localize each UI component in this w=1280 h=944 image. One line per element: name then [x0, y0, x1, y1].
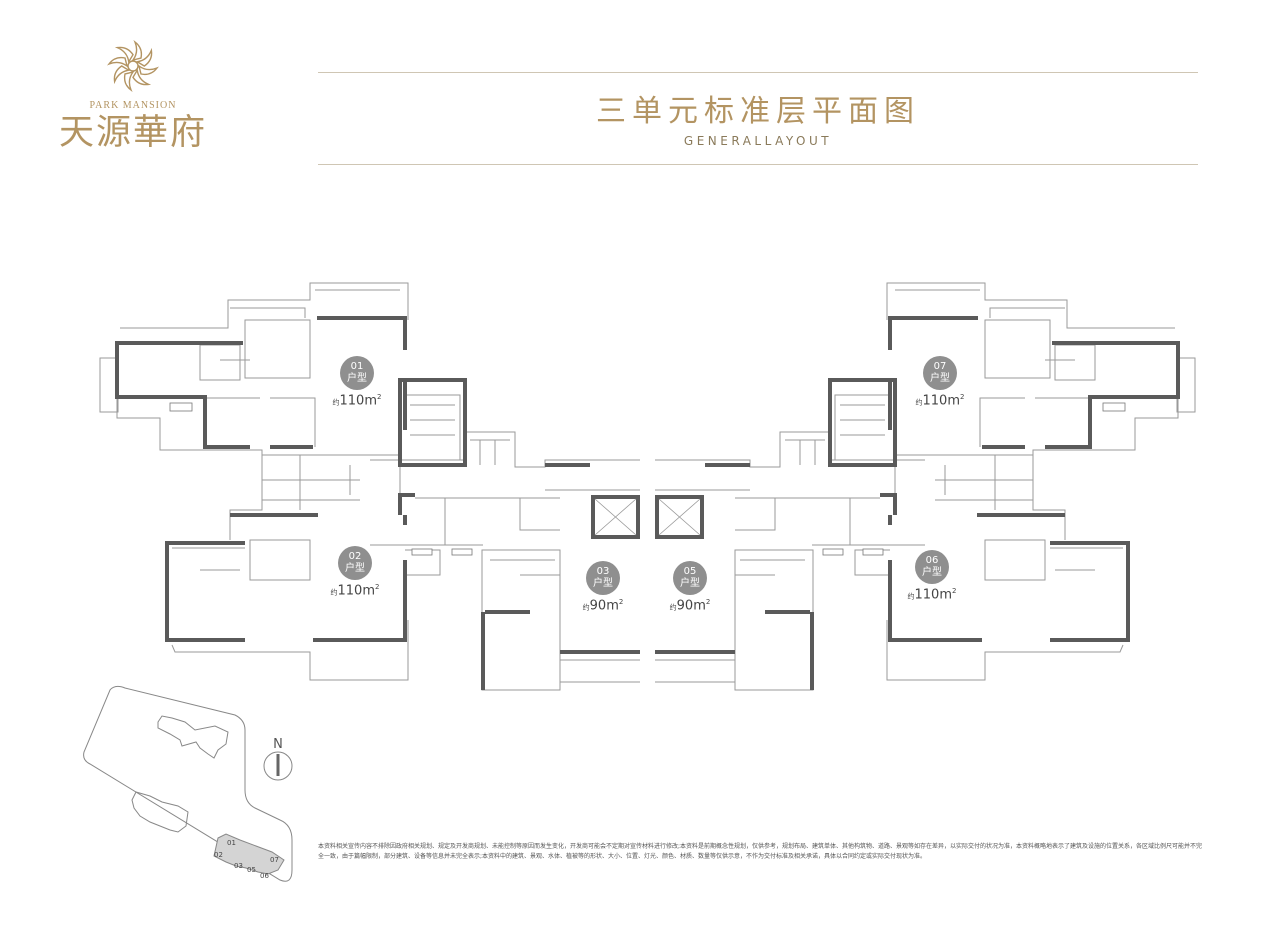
- unit-area: 约110m2: [903, 393, 977, 408]
- floor-plan-left-half: [98, 281, 642, 692]
- brand-name-en: PARK MANSION: [89, 100, 177, 111]
- unit-type: 户型: [347, 373, 367, 384]
- unit-type: 户型: [922, 567, 942, 578]
- header-rule-bottom: [318, 164, 1198, 165]
- unit-type: 户型: [345, 563, 365, 574]
- unit-area: 约110m2: [318, 583, 392, 598]
- area-sup: 2: [377, 393, 382, 401]
- unit-number: 03: [596, 566, 610, 577]
- area-sup: 2: [618, 598, 624, 606]
- approx-label: 约: [907, 592, 915, 601]
- unit-type: 户型: [930, 373, 950, 384]
- page-title: 三单元标准层平面图: [596, 94, 920, 129]
- area-sup: 2: [375, 583, 380, 591]
- unit-number: 07: [933, 361, 947, 372]
- area-value: 110m: [914, 587, 952, 603]
- approx-label: 约: [669, 603, 677, 612]
- unit-number: 06: [925, 555, 939, 566]
- site-label-05: 05: [247, 866, 256, 874]
- north-label: N: [273, 737, 283, 752]
- header-rule-top: [318, 72, 1198, 73]
- unit-area: 约90m2: [653, 598, 727, 613]
- area-sup: 2: [960, 393, 965, 401]
- approx-label: 约: [915, 398, 923, 407]
- floor-plan-right-half: [653, 281, 1197, 692]
- unit-area: 约110m2: [895, 587, 969, 602]
- approx-label: 约: [330, 588, 338, 597]
- brand-logo: PARK MANSION 天源華府: [50, 39, 216, 155]
- site-label-01: 01: [227, 839, 236, 847]
- area-value: 110m: [922, 393, 960, 409]
- site-label-07: 07: [270, 856, 279, 864]
- brand-name-cn: 天源華府: [58, 113, 207, 153]
- unit-type: 户型: [593, 578, 613, 589]
- area-value: 90m: [676, 598, 706, 614]
- approx-label: 约: [332, 398, 340, 407]
- site-label-02: 02: [214, 851, 223, 859]
- area-value: 110m: [339, 393, 377, 409]
- flower-emblem-icon: [108, 39, 158, 91]
- site-label-06: 06: [260, 872, 269, 880]
- area-sup: 2: [952, 587, 957, 595]
- unit-number: 02: [348, 551, 362, 562]
- area-sup: 2: [705, 598, 711, 606]
- unit-type: 户型: [680, 578, 700, 589]
- site-map: [83, 685, 293, 882]
- area-value: 90m: [589, 598, 619, 614]
- area-value: 110m: [337, 583, 375, 599]
- approx-label: 约: [582, 603, 590, 612]
- unit-area: 约90m2: [566, 598, 640, 613]
- unit-area: 约110m2: [320, 393, 394, 408]
- site-label-03: 03: [234, 862, 243, 870]
- unit-number: 01: [350, 361, 364, 372]
- disclaimer-text: 本资料相关宣传内容不排除因政府相关规划、规定及开发商规划、未能控制等原因而发生变…: [318, 843, 1203, 860]
- page-subtitle: GENERALLAYOUT: [683, 134, 833, 148]
- unit-number: 05: [683, 566, 697, 577]
